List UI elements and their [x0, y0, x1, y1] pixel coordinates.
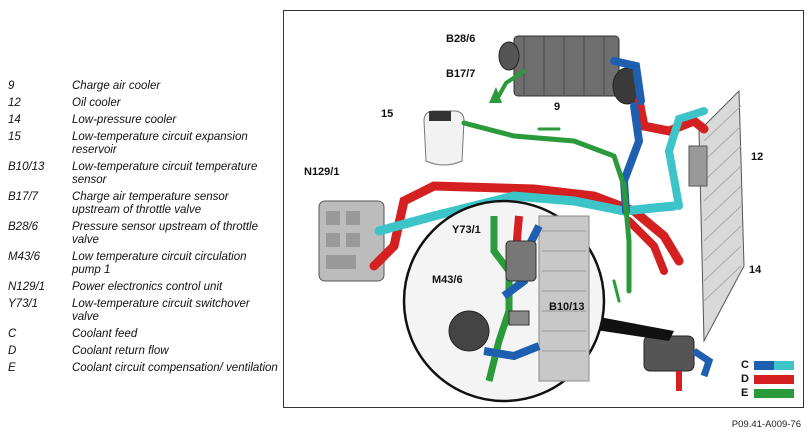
legend-item: M43/6 Low temperature circuit circulation… — [8, 251, 278, 277]
legend-description: Oil cooler — [72, 97, 121, 109]
figure-id: P09.41-A009-76 — [731, 419, 801, 430]
legend-code: 14 — [8, 114, 21, 126]
legend-code: M43/6 — [8, 251, 40, 263]
legend-description: Low-temperature circuit switchover valve — [72, 298, 250, 323]
legend-item: 14 Low-pressure cooler — [8, 114, 278, 127]
legend-description: Coolant feed — [72, 328, 138, 340]
legend-item: E Coolant circuit compensation/ ventilati… — [8, 362, 278, 375]
detail-zoom-circle — [402, 199, 606, 403]
legend-code: C — [8, 328, 17, 340]
legend-code: B28/6 — [8, 221, 39, 233]
label-n129-1: N129/1 — [304, 166, 340, 178]
label-14: 14 — [749, 264, 762, 276]
legend-code: E — [8, 362, 16, 374]
legend-item: B17/7 Charge air temperature sensor upstr… — [8, 191, 278, 217]
legend-list: 9 Charge air cooler 12 Oil cooler 14 Low-pres… — [8, 80, 278, 379]
legend-code: B10/13 — [8, 161, 45, 173]
power-electronics-unit — [318, 200, 385, 282]
legend-description: Low-temperature circuit temperature sens… — [72, 161, 258, 186]
callout-pointer — [589, 316, 674, 341]
legend-description: Coolant circuit compensation/ ventilatio… — [72, 362, 278, 374]
legend-description: Charge air temperature sensor upstream o… — [72, 191, 229, 216]
coolant-circuit-diagram — [318, 35, 794, 403]
label-9: 9 — [554, 101, 561, 113]
label-15: 15 — [381, 108, 394, 120]
expansion-reservoir — [423, 110, 465, 166]
label-b17-7: B17/7 — [446, 68, 476, 80]
legend-description: Coolant return flow — [72, 345, 169, 357]
legend-code: 12 — [8, 97, 21, 109]
legend-code: Y73/1 — [8, 298, 39, 310]
color-key-e-letter: E — [741, 387, 749, 399]
label-y73-1: Y73/1 — [452, 224, 481, 236]
legend-description: Charge air cooler — [72, 80, 161, 92]
coolant-return-lines — [369, 96, 709, 275]
label-b28-6: B28/6 — [446, 33, 476, 45]
legend-description: Pressure sensor upstream of throttle val… — [72, 221, 258, 246]
legend-code: D — [8, 345, 17, 357]
legend-code: B17/7 — [8, 191, 39, 203]
ventilation-lines — [461, 69, 632, 303]
legend-item: Y73/1 Low-temperature circuit switchover … — [8, 298, 278, 324]
legend-item: B10/13 Low-temperature circuit temperatur… — [8, 161, 278, 187]
legend-item: 15 Low-temperature circuit expansion rese… — [8, 131, 278, 157]
label-m43-6: M43/6 — [432, 274, 463, 286]
legend-item: D Coolant return flow — [8, 345, 278, 358]
legend-code: N129/1 — [8, 281, 46, 293]
legend-description: Low temperature circuit circulation pump… — [72, 251, 247, 276]
label-b10-13: B10/13 — [549, 301, 585, 313]
legend-item: 9 Charge air cooler — [8, 80, 278, 93]
low-pressure-cooler — [688, 89, 745, 343]
color-key — [754, 361, 794, 398]
lower-pump — [643, 335, 714, 391]
legend-item: B28/6 Pressure sensor upstream of throttl… — [8, 221, 278, 247]
legend-description: Low-pressure cooler — [72, 114, 177, 126]
label-12: 12 — [751, 151, 764, 163]
legend-description: Power electronics control unit — [72, 281, 223, 293]
color-key-c-letter: C — [741, 359, 749, 371]
legend-description: Low-temperature circuit expansion reserv… — [72, 131, 248, 156]
legend-item: N129/1 Power electronics control unit — [8, 281, 278, 294]
legend-code: 9 — [8, 80, 15, 92]
color-key-d-letter: D — [741, 373, 749, 385]
diagram-frame: B28/6 B17/7 9 15 12 14 N129/1 Y73/1 M43/… — [283, 10, 804, 408]
legend-item: 12 Oil cooler — [8, 97, 278, 110]
legend-item: C Coolant feed — [8, 328, 278, 341]
charge-air-cooler — [498, 35, 642, 105]
legend-code: 15 — [8, 131, 21, 143]
